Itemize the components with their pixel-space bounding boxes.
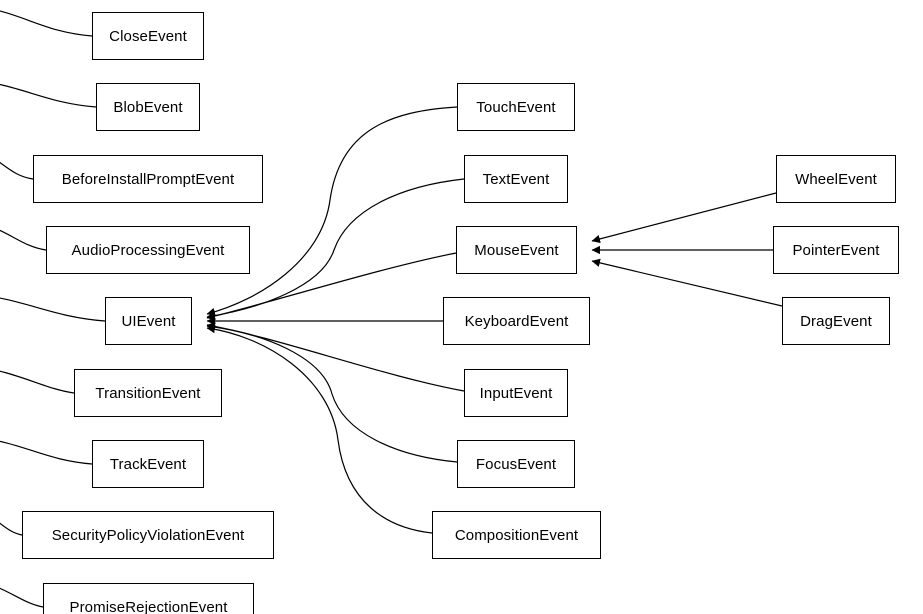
node-label: KeyboardEvent (464, 312, 569, 330)
node-transitionevent[interactable]: TransitionEvent (74, 369, 222, 417)
node-pointerevent[interactable]: PointerEvent (773, 226, 899, 274)
node-textevent[interactable]: TextEvent (464, 155, 568, 203)
node-label: FocusEvent (475, 455, 557, 473)
node-label: WheelEvent (795, 170, 877, 188)
edge-inputevent-to-uievent (206, 322, 465, 392)
node-uievent[interactable]: UIEvent (105, 297, 192, 345)
node-label: CloseEvent (109, 27, 187, 45)
node-label: SecurityPolicyViolationEvent (51, 526, 245, 544)
node-label: TouchEvent (476, 98, 556, 116)
node-promiserejectionevent[interactable]: PromiseRejectionEvent (43, 583, 254, 614)
edge-event-offscreen-to-beforeinstallpromptevent (0, 161, 34, 180)
node-label: TrackEvent (109, 455, 187, 473)
node-label: PointerEvent (792, 241, 880, 259)
edge-event-offscreen-to-transitionevent (0, 370, 75, 394)
edge-event-offscreen-to-promiserejectionevent (0, 587, 44, 608)
edge-event-offscreen-to-trackevent (0, 440, 93, 465)
node-focusevent[interactable]: FocusEvent (457, 440, 575, 488)
node-label: PromiseRejectionEvent (69, 598, 228, 614)
node-wheelevent[interactable]: WheelEvent (776, 155, 896, 203)
edge-event-offscreen-to-audioprocessingevent (0, 229, 47, 251)
node-label: DragEvent (800, 312, 872, 330)
node-touchevent[interactable]: TouchEvent (457, 83, 575, 131)
node-label: CompositionEvent (454, 526, 579, 544)
node-compositionevent[interactable]: CompositionEvent (432, 511, 601, 559)
edge-event-offscreen-to-uievent (0, 297, 106, 322)
node-closeevent[interactable]: CloseEvent (92, 12, 204, 60)
node-label: AudioProcessingEvent (71, 241, 225, 259)
node-mouseevent[interactable]: MouseEvent (456, 226, 577, 274)
node-blobevent[interactable]: BlobEvent (96, 83, 200, 131)
node-inputevent[interactable]: InputEvent (464, 369, 568, 417)
edge-touchevent-to-uievent (206, 106, 458, 317)
edge-dragevent-to-mouseevent (591, 258, 783, 307)
node-label: TextEvent (482, 170, 550, 188)
node-securitypolicyviolationevent[interactable]: SecurityPolicyViolationEvent (22, 511, 274, 559)
node-beforeinstallpromptevent[interactable]: BeforeInstallPromptEvent (33, 155, 263, 203)
edge-focusevent-to-uievent (206, 322, 458, 463)
edge-event-offscreen-to-blobevent (0, 83, 97, 108)
edge-event-offscreen-to-securitypolicyviolationevent (0, 522, 23, 536)
edge-wheelevent-to-mouseevent (591, 192, 777, 244)
node-audioprocessingevent[interactable]: AudioProcessingEvent (46, 226, 250, 274)
node-label: TransitionEvent (95, 384, 201, 402)
node-label: UIEvent (121, 312, 176, 330)
node-trackevent[interactable]: TrackEvent (92, 440, 204, 488)
node-label: BeforeInstallPromptEvent (61, 170, 235, 188)
node-label: InputEvent (479, 384, 553, 402)
node-label: MouseEvent (474, 241, 559, 259)
node-dragevent[interactable]: DragEvent (782, 297, 890, 345)
node-keyboardevent[interactable]: KeyboardEvent (443, 297, 590, 345)
edge-event-offscreen-to-closeevent (0, 10, 93, 37)
edge-compositionevent-to-uievent (206, 324, 433, 534)
node-label: BlobEvent (113, 98, 183, 116)
